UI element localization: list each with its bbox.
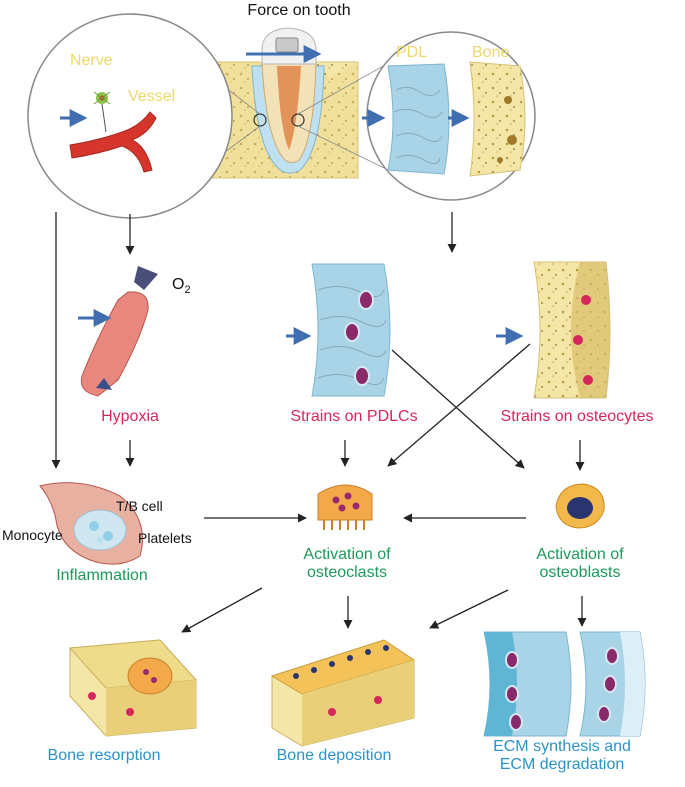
label-ecm: ECM synthesis and ECM degradation (493, 738, 631, 775)
label-activation-osteoblasts: Activation of osteoblasts (536, 546, 623, 583)
osteoclasts-line2: osteoclasts (306, 564, 388, 582)
label-tb-cell: T/B cell (116, 498, 163, 514)
arrow-osteocytes-to-osteoclasts (387, 343, 531, 467)
osteoblast-cell-icon (555, 483, 605, 529)
label-inflammation: Inflammation (56, 567, 148, 584)
label-pdl: PDL (396, 44, 428, 61)
oxygen-subscript: 2 (184, 284, 191, 297)
ecm-illustration (483, 631, 646, 737)
pdlc-strain-illustration (286, 263, 391, 397)
ecm-line2: ECM degradation (499, 756, 625, 774)
arrow-osteoclasts-resorption (181, 587, 263, 633)
label-nerve: Nerve (70, 52, 113, 69)
hypoxic-vessel-illustration (78, 266, 158, 397)
arrow-pdlcs-to-osteoblasts (391, 349, 525, 469)
label-platelets: Platelets (138, 530, 192, 546)
osteoblasts-line2: osteoblasts (539, 564, 621, 582)
label-hypoxia: Hypoxia (101, 408, 159, 425)
arrow-osteoblasts-deposition (429, 589, 509, 629)
label-monocyte: Monocyte (2, 527, 63, 543)
osteoclasts-line1: Activation of (303, 546, 391, 563)
pdl-bone-magnifier (362, 31, 536, 201)
bone-resorption-illustration (68, 639, 198, 737)
label-oxygen: O2 (172, 276, 191, 297)
flow-arrows (51, 212, 587, 633)
label-bone-resorption: Bone resorption (47, 747, 161, 764)
ecm-line1: ECM synthesis and (493, 738, 631, 755)
oxygen-symbol: O (172, 276, 185, 293)
title-force-on-tooth: Force on tooth (247, 2, 351, 19)
osteoblasts-line1: Activation of (536, 546, 624, 563)
label-bone: Bone (472, 44, 510, 61)
label-bone-deposition: Bone deposition (276, 747, 392, 764)
label-vessel: Vessel (128, 88, 176, 105)
bone-deposition-illustration (270, 639, 416, 747)
label-strains-osteocytes: Strains on osteocytes (500, 408, 654, 425)
immune-vessel-illustration (39, 482, 143, 565)
label-activation-osteoclasts: Activation of osteoclasts (303, 546, 390, 583)
osteocyte-strain-illustration (496, 261, 611, 399)
osteoclast-cell-icon (317, 484, 373, 530)
label-strains-pdlcs: Strains on PDLCs (290, 408, 418, 425)
nerve-cell-icon (93, 91, 111, 133)
nerve-vessel-magnifier (27, 13, 233, 219)
